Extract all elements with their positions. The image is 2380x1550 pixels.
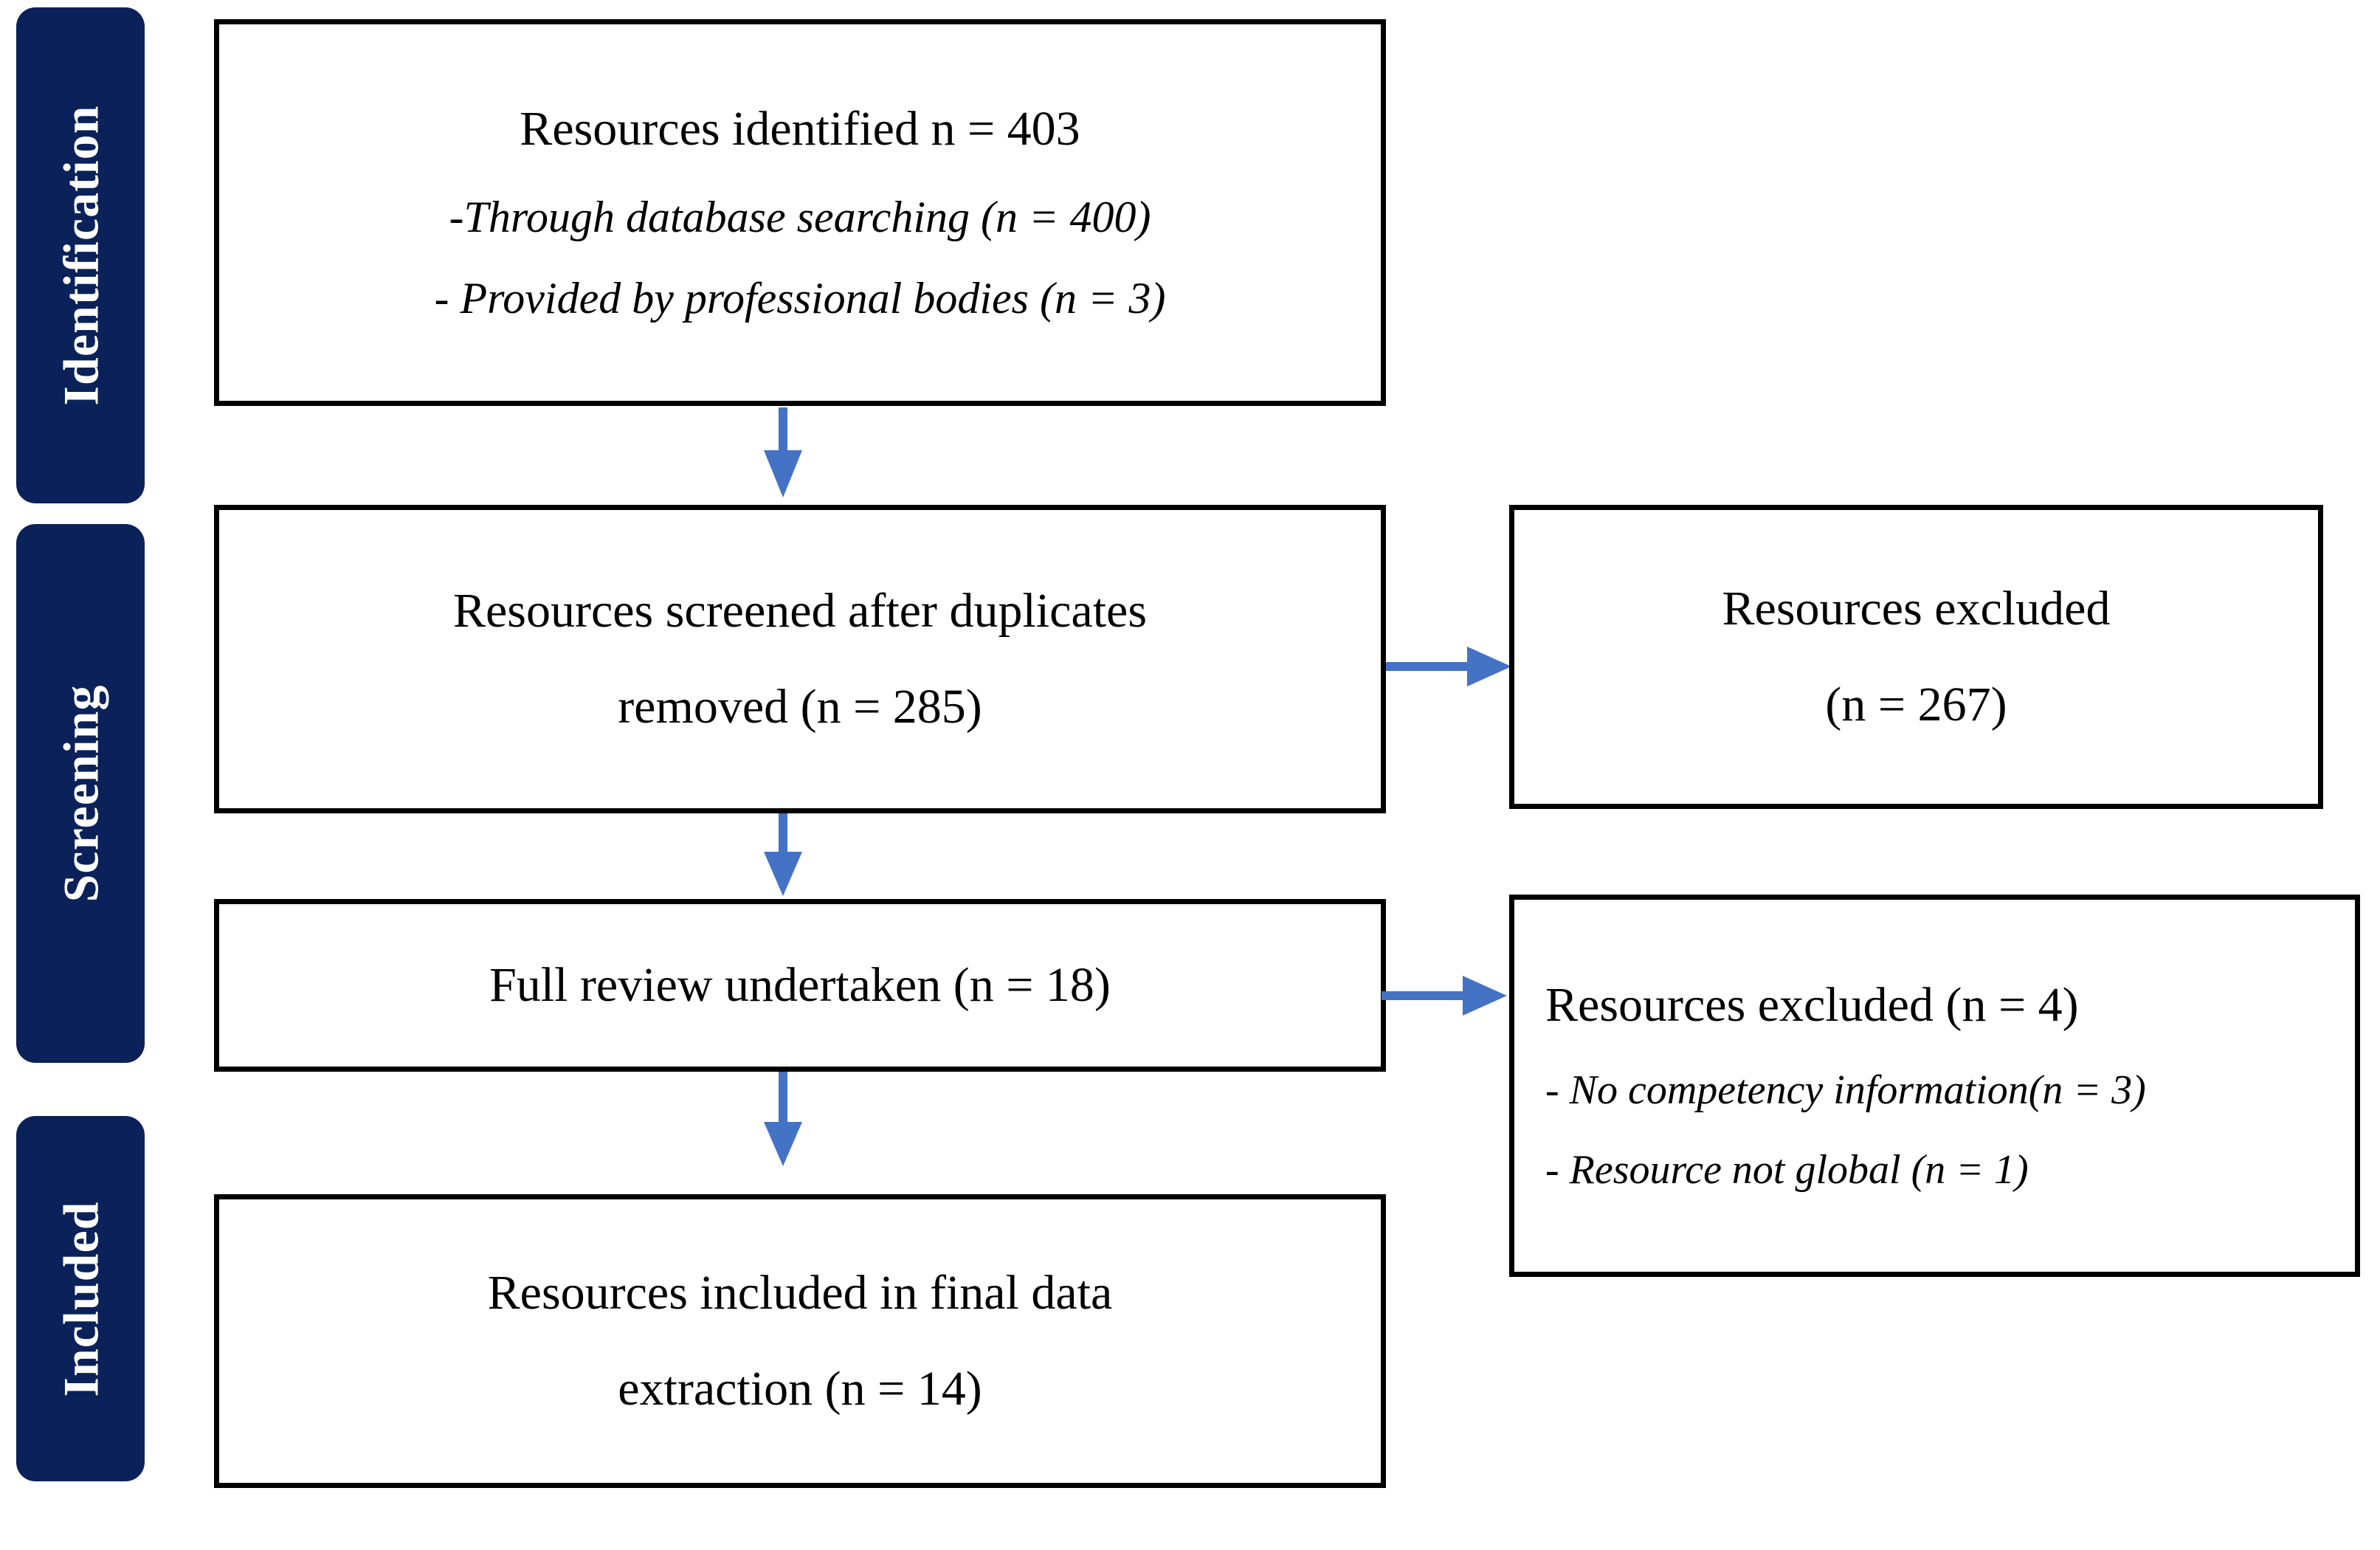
box-resources-excluded-screening: Resources excluded (n = 267)	[1509, 505, 2323, 809]
box-excluded-full-review-line-3: - Resource not global (n = 1)	[1545, 1147, 2029, 1193]
box-included-final-line-2: extraction (n = 14)	[618, 1362, 982, 1416]
box-excluded-screening-line-1: Resources excluded	[1722, 582, 2111, 636]
box-excluded-full-review-line-2: - No competency information(n = 3)	[1545, 1067, 2146, 1113]
stage-label-identification: Identification	[52, 105, 108, 406]
box-identified-line-3: - Provided by professional bodies (n = 3…	[434, 274, 1166, 323]
box-identified-line-2: -Through database searching (n = 400)	[449, 193, 1151, 241]
box-excluded-full-review-line-1: Resources excluded (n = 4)	[1545, 978, 2079, 1032]
stage-bar-included: Included	[16, 1116, 145, 1481]
arrow-full-review-to-included	[757, 1072, 809, 1181]
box-full-review-undertaken: Full review undertaken (n = 18)	[214, 899, 1386, 1072]
stage-label-screening: Screening	[52, 684, 109, 903]
box-identified-line-1: Resources identified n = 403	[520, 102, 1080, 156]
arrow-screened-to-excluded-screening	[1386, 644, 1513, 689]
box-screened-line-2: removed (n = 285)	[618, 680, 982, 734]
box-excluded-screening-line-2: (n = 267)	[1825, 678, 2007, 731]
stage-bar-screening: Screening	[16, 524, 145, 1063]
box-resources-screened: Resources screened after duplicates remo…	[214, 505, 1386, 813]
stage-label-included: Included	[52, 1201, 108, 1396]
box-resources-included-final: Resources included in final data extract…	[214, 1194, 1386, 1488]
box-included-final-line-1: Resources included in final data	[487, 1266, 1113, 1320]
arrow-full-review-to-excluded	[1382, 973, 1508, 1019]
box-screened-line-1: Resources screened after duplicates	[452, 584, 1148, 638]
arrow-screened-to-full-review	[757, 813, 809, 900]
arrow-identified-to-screened	[757, 407, 809, 505]
stage-bar-identification: Identification	[16, 7, 145, 503]
box-resources-identified: Resources identified n = 403 -Through da…	[214, 19, 1386, 406]
box-resources-excluded-full-review: Resources excluded (n = 4) - No competen…	[1509, 895, 2360, 1277]
box-full-review-line-1: Full review undertaken (n = 18)	[489, 958, 1111, 1012]
